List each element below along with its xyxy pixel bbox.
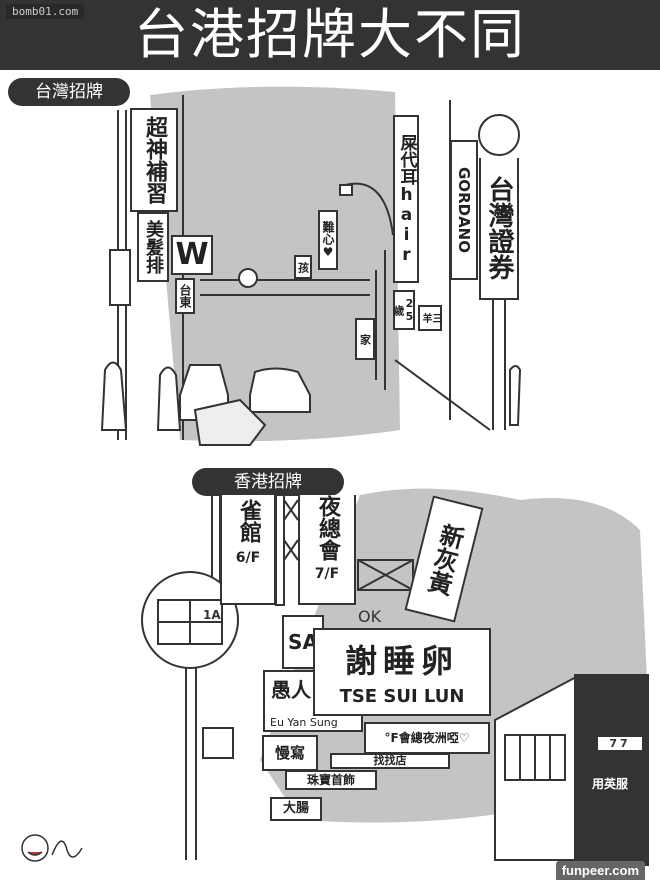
sign-main-en: TSE SUI LUN bbox=[339, 686, 465, 707]
sign-jewelry: 珠寶首飾 bbox=[285, 770, 377, 790]
sign-nightclub-floor: 7/F bbox=[314, 566, 340, 582]
sign-small-1: 孩 bbox=[294, 255, 312, 279]
sign-taiwan-securities: 台灣證券 bbox=[479, 158, 519, 300]
sign-gordano: GORDANO bbox=[450, 140, 478, 280]
credit-watermark: funpeer.com bbox=[555, 861, 645, 880]
sign-nightclub: 夜總會 7/F bbox=[298, 495, 356, 605]
sign-nightclub-text: 夜總會 bbox=[315, 495, 340, 561]
sign-sanyang: 三羊 bbox=[418, 305, 442, 331]
sign-club: °F會總夜洲啞♡ bbox=[364, 722, 490, 754]
hongkong-signs-badge: 香港招牌 bbox=[192, 468, 344, 496]
sign-yuren-text: 愚人 bbox=[271, 678, 311, 702]
sign-w-logo: W bbox=[171, 235, 213, 275]
sign-mahjong-text: 雀館 bbox=[236, 499, 261, 543]
bus-stop-route: 1A bbox=[203, 608, 221, 622]
sign-mahjong-floor: 6/F bbox=[235, 550, 261, 566]
sign-mahjong: 雀館 6/F bbox=[220, 495, 276, 605]
sign-ok: OK bbox=[358, 607, 382, 626]
sign-small-2: 家 bbox=[355, 318, 375, 360]
taiwan-linework bbox=[100, 95, 522, 446]
sign-main: 謝睡卵 TSE SUI LUN bbox=[313, 628, 491, 716]
page-title: 台港招牌大不同 bbox=[0, 0, 660, 70]
artist-signature bbox=[21, 834, 83, 862]
taiwan-signs-badge: 台灣招牌 bbox=[8, 78, 130, 106]
sign-hair-salon: 美髮排 bbox=[137, 212, 169, 282]
sign-heart: 難心♥ bbox=[318, 210, 338, 270]
sign-intestine: 大腸 bbox=[270, 797, 322, 821]
sign-shop: 找找店 bbox=[330, 753, 450, 769]
sign-slow: 慢寫 bbox=[262, 735, 318, 771]
sign-25: 25歲 bbox=[392, 290, 416, 330]
bus-number: 77 bbox=[598, 737, 642, 750]
sign-cram-school: 超神補習 bbox=[130, 108, 178, 212]
hongkong-linework bbox=[141, 494, 649, 866]
bus-ad-text: 用英服 bbox=[592, 777, 629, 791]
sign-hair-shop: 屎代耳hair bbox=[393, 115, 419, 283]
sign-yuren-en: Eu Yan Sung bbox=[270, 716, 338, 729]
watermark: bomb01.com bbox=[6, 4, 85, 19]
taiwan-street-background bbox=[150, 86, 400, 442]
sign-taidong: 台東 bbox=[175, 278, 195, 314]
sign-main-cn: 謝睡卵 bbox=[344, 642, 459, 680]
